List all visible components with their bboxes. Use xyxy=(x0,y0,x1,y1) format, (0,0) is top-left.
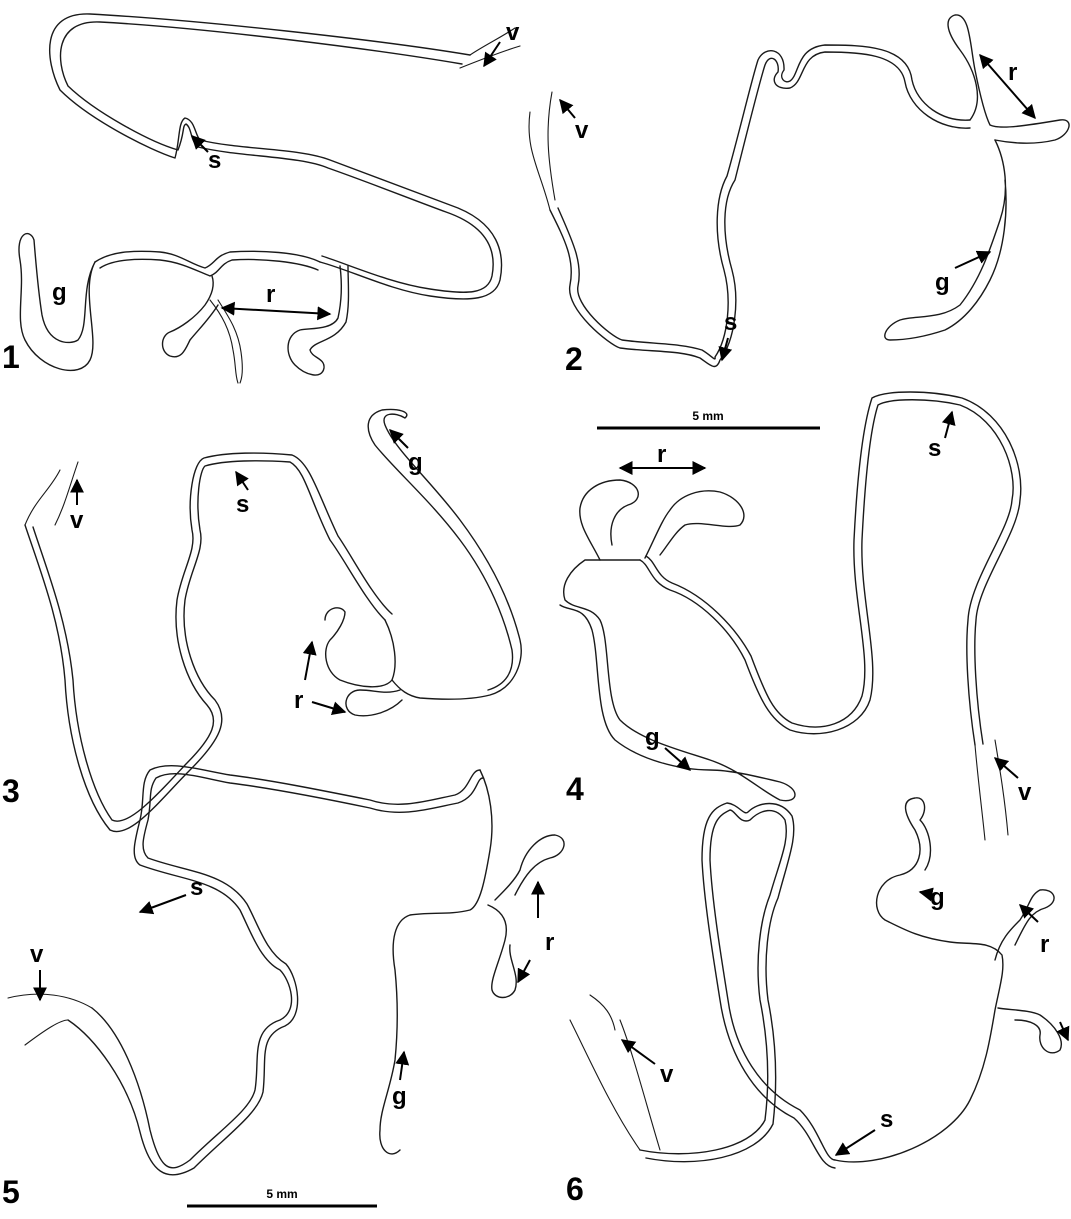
label-v: v xyxy=(70,507,84,534)
label-g: g xyxy=(930,884,945,911)
label-g: g xyxy=(408,449,423,476)
label-s: s xyxy=(880,1106,893,1133)
label-v: v xyxy=(660,1061,674,1088)
label-r: r xyxy=(1008,59,1017,86)
tract-drawing xyxy=(19,14,520,383)
panel-number: 2 xyxy=(565,341,583,377)
tract-drawing xyxy=(25,409,521,831)
panel-number: 5 xyxy=(2,1174,20,1210)
label-v: v xyxy=(30,941,44,968)
label-r: r xyxy=(1040,931,1049,958)
label-s: s xyxy=(190,874,203,901)
scale-bar-top: 5 mm xyxy=(597,409,820,428)
label-s: s xyxy=(928,435,941,462)
label-r: r xyxy=(294,687,303,714)
scale-label: 5 mm xyxy=(266,1187,297,1201)
label-s: s xyxy=(724,309,737,336)
label-s: s xyxy=(236,491,249,518)
label-g: g xyxy=(392,1083,407,1110)
label-r: r xyxy=(545,929,554,956)
panel-4: r s g v 4 xyxy=(560,392,1032,840)
panel-2: v s r g 2 xyxy=(529,15,1069,377)
label-s: s xyxy=(208,147,221,174)
panel-5: s v r g 5 xyxy=(2,766,564,1210)
scale-bar-bottom: 5 mm xyxy=(187,1187,377,1206)
panel-number: 6 xyxy=(566,1171,584,1207)
label-r: r xyxy=(657,441,666,468)
tract-drawing xyxy=(560,392,1021,840)
tract-drawing xyxy=(570,798,1061,1168)
tract-drawing xyxy=(529,15,1069,367)
panel-number: 1 xyxy=(2,339,20,375)
label-v: v xyxy=(506,19,520,46)
panel-number: 4 xyxy=(566,771,584,807)
panel-1: v s g r 1 xyxy=(2,14,520,383)
panel-number: 3 xyxy=(2,773,20,809)
label-v: v xyxy=(1018,779,1032,806)
label-g: g xyxy=(52,279,67,306)
label-g: g xyxy=(935,269,950,296)
tract-drawing xyxy=(8,766,564,1175)
scale-label: 5 mm xyxy=(692,409,723,423)
label-v: v xyxy=(575,117,589,144)
label-r: r xyxy=(266,281,275,308)
panel-6: g r v s 6 xyxy=(566,798,1068,1207)
label-g: g xyxy=(645,724,660,751)
panel-3: v s g r 3 xyxy=(2,409,521,831)
